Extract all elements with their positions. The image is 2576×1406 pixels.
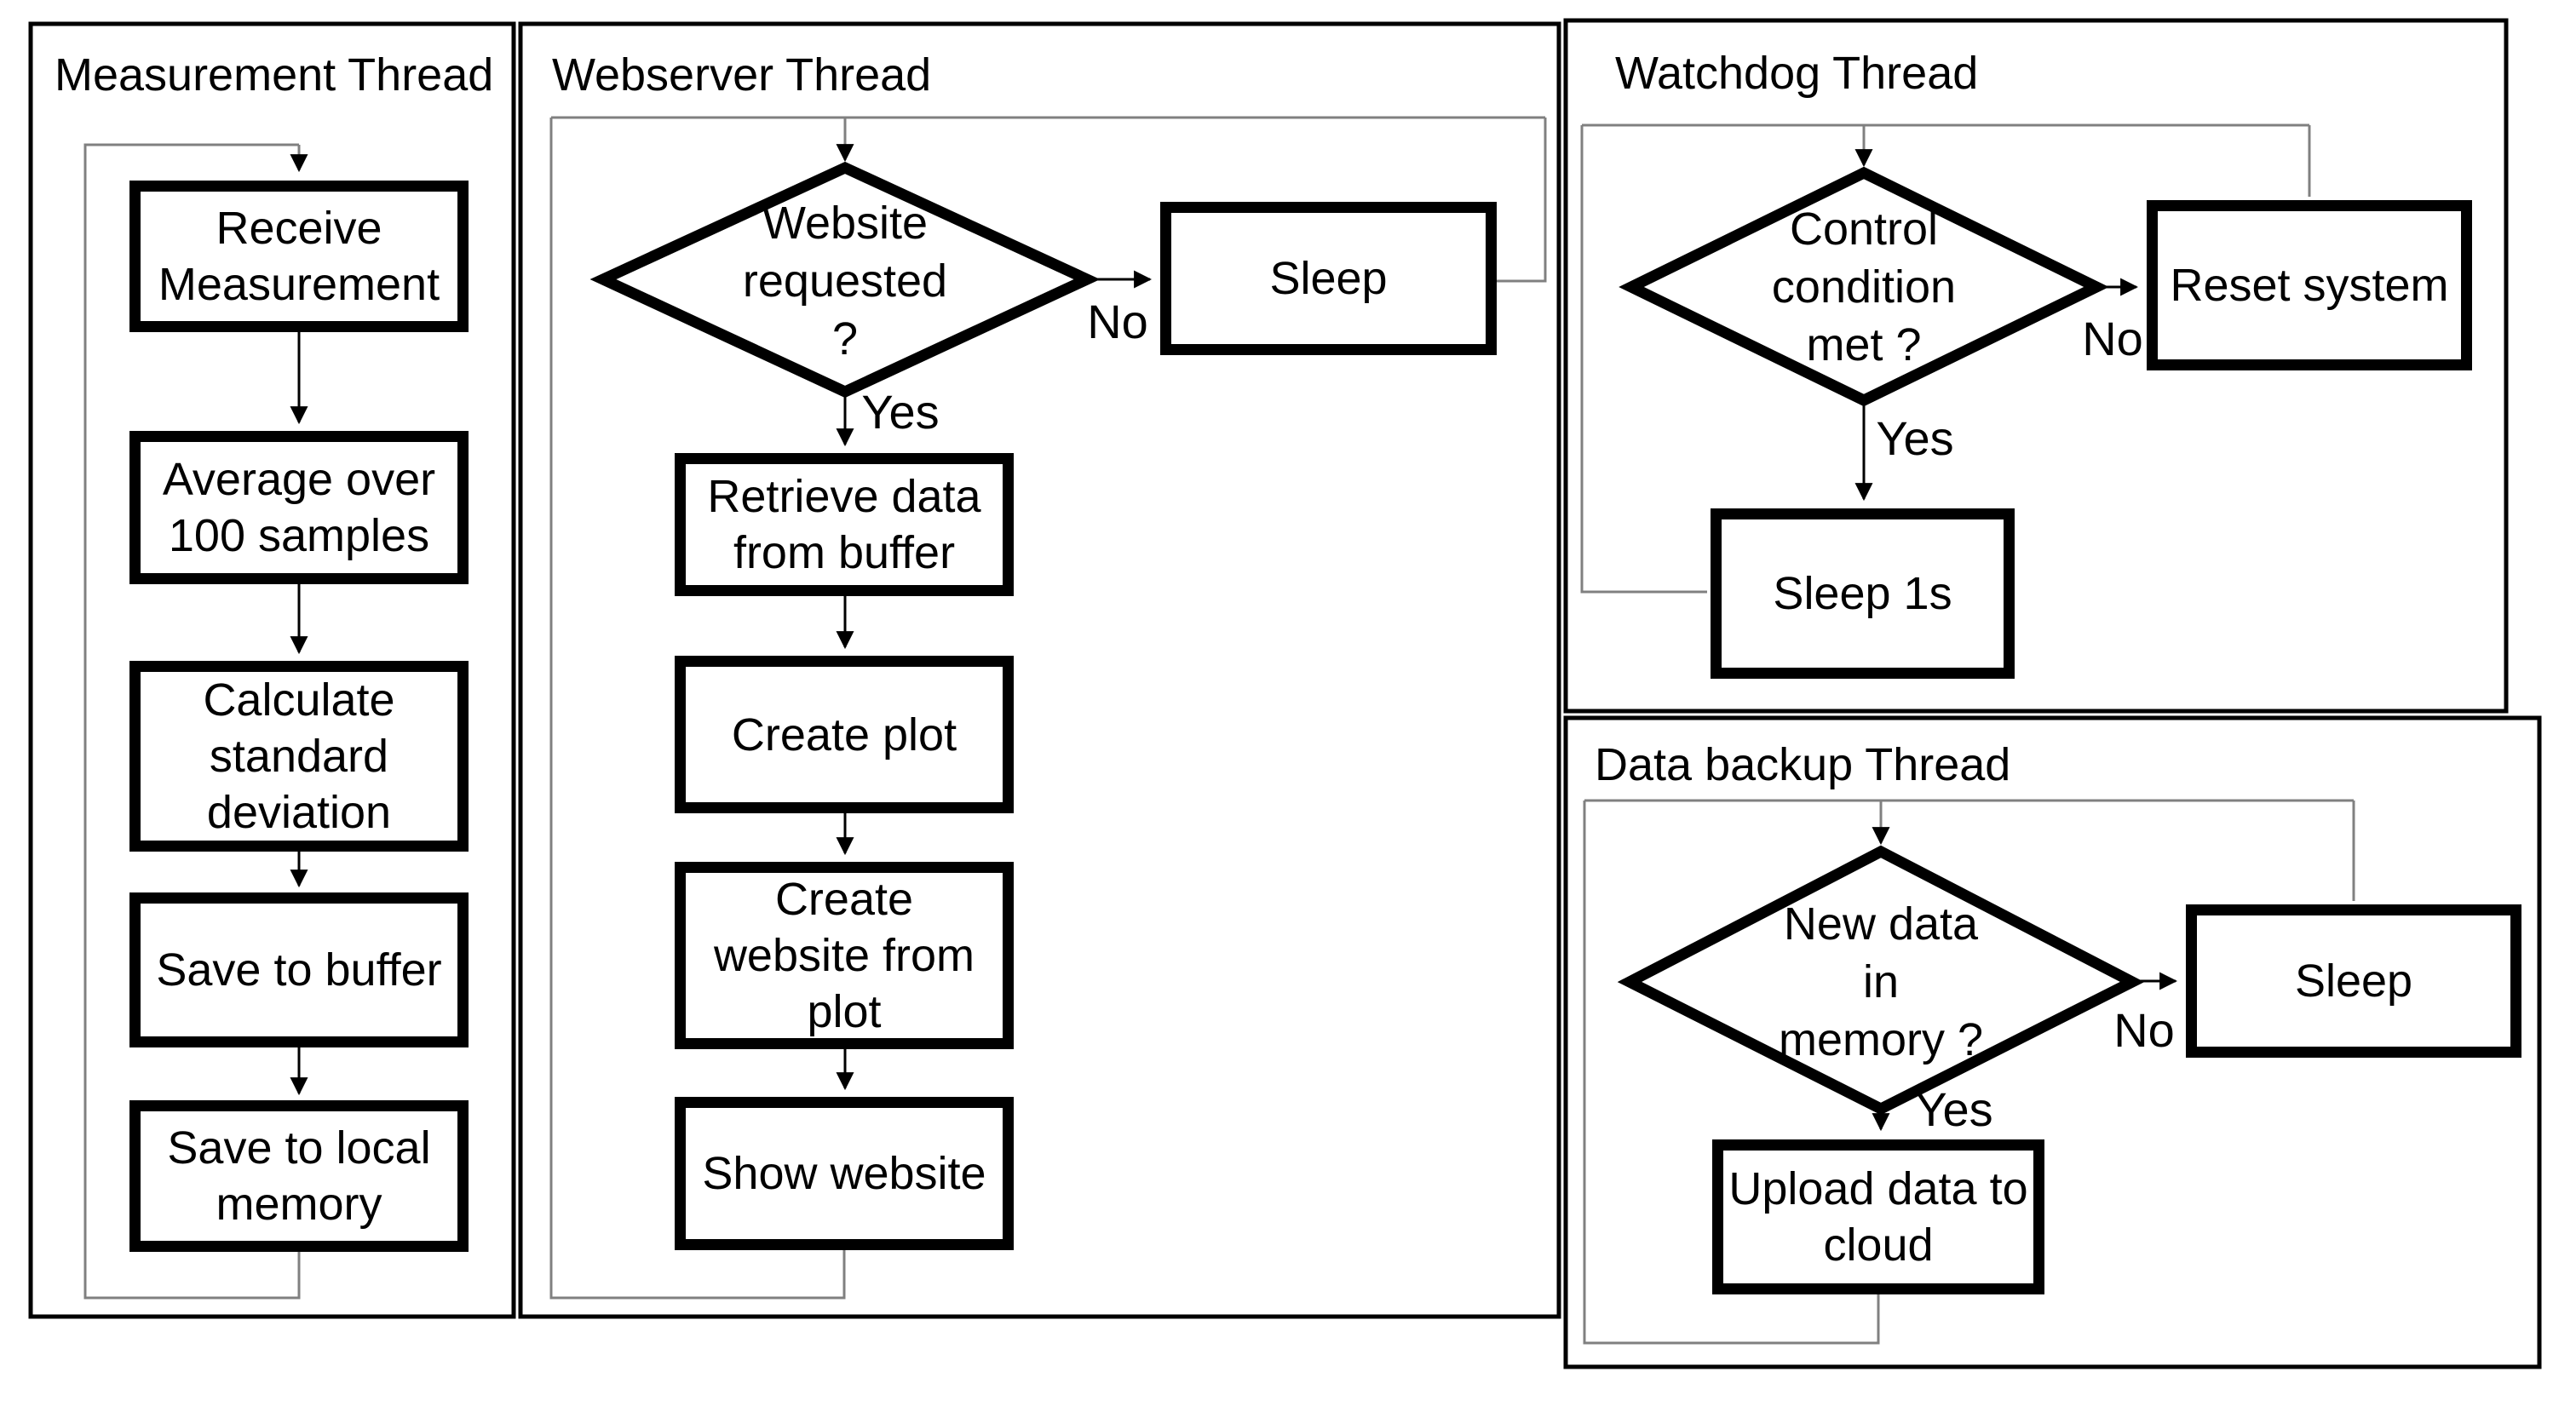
loop-left-watchdog: [1580, 125, 1707, 594]
branch-no-webserver: No: [1087, 295, 1148, 348]
node-save-to-buffer: Save to buffer: [129, 892, 469, 1047]
node-receive-measurement: Receive Measurement: [129, 181, 469, 332]
node-sleep-webserver-label: Sleep: [1269, 253, 1388, 304]
node-create-plot-label: Create plot: [731, 709, 957, 760]
node-retrieve-data-from-buffer-label: Retrieve data from buffer: [707, 471, 981, 578]
branch-no-watchdog: No: [2082, 312, 2143, 365]
panel-title-measurement-thread: Measurement Thread: [55, 49, 494, 100]
node-sleep-1s: Sleep 1s: [1711, 508, 2015, 679]
branch-yes-webserver: Yes: [861, 385, 940, 439]
node-save-to-buffer-label: Save to buffer: [156, 944, 442, 996]
decision-website-requested-text: Website requested ?: [742, 198, 948, 364]
decision-new-data-label: New data in memory ?: [1711, 895, 2051, 1069]
panel-border-watchdog-thread: [1563, 18, 2509, 714]
panel-border-webserver-thread: [518, 21, 1561, 1319]
node-save-to-local-memory: Save to local memory: [129, 1100, 469, 1252]
loop-sleep-return-webserver: [1497, 118, 1547, 283]
node-average-over-100-samples-label: Average over 100 samples: [162, 454, 436, 561]
decision-diamond-website-requested: [589, 161, 1101, 399]
node-sleep-databackup: Sleep: [2186, 904, 2521, 1058]
node-show-website-label: Show website: [702, 1148, 986, 1199]
loop-line-measurement: [83, 143, 301, 1300]
node-receive-measurement-label: Receive Measurement: [158, 203, 440, 310]
node-create-website-from-plot-label: Create website from plot: [713, 874, 975, 1037]
loop-left-webserver: [549, 118, 846, 1300]
node-reset-system: Reset system: [2147, 200, 2472, 370]
node-sleep-webserver: Sleep: [1160, 202, 1497, 355]
node-reset-system-label: Reset system: [2170, 260, 2449, 311]
node-sleep-1s-label: Sleep 1s: [1773, 568, 1952, 619]
decision-diamond-new-data: [1617, 845, 2145, 1116]
decision-diamond-control-condition: [1619, 166, 2109, 407]
panel-title-data-backup-thread: Data backup Thread: [1595, 739, 2011, 790]
decision-new-data-text: New data in memory ?: [1778, 898, 1984, 1065]
decision-website-requested-label: Website requested ?: [675, 194, 1015, 368]
decision-control-condition-label: Control condition met ?: [1693, 200, 2034, 374]
loop-left-databackup: [1583, 801, 1880, 1345]
panel-title-watchdog-thread: Watchdog Thread: [1615, 48, 1979, 99]
node-calculate-standard-deviation: Calculate standard deviation: [129, 661, 469, 852]
node-create-plot: Create plot: [675, 656, 1014, 813]
node-calculate-standard-deviation-label: Calculate standard deviation: [203, 674, 395, 838]
branch-yes-watchdog: Yes: [1876, 411, 1954, 465]
node-create-website-from-plot: Create website from plot: [675, 862, 1014, 1049]
node-save-to-local-memory-label: Save to local memory: [167, 1122, 431, 1230]
panel-border-data-backup-thread: [1563, 715, 2542, 1369]
branch-yes-databackup: Yes: [1915, 1082, 1993, 1136]
branch-no-databackup: No: [2113, 1003, 2175, 1057]
node-upload-data-to-cloud: Upload data to cloud: [1712, 1139, 2044, 1294]
panel-border-measurement-thread: [28, 21, 516, 1319]
node-retrieve-data-from-buffer: Retrieve data from buffer: [675, 453, 1014, 596]
node-average-over-100-samples: Average over 100 samples: [129, 431, 469, 584]
node-upload-data-to-cloud-label: Upload data to cloud: [1728, 1163, 2028, 1271]
node-show-website: Show website: [675, 1097, 1014, 1250]
panel-title-webserver-thread: Webserver Thread: [552, 49, 932, 100]
decision-control-condition-text: Control condition met ?: [1771, 204, 1957, 370]
node-sleep-databackup-label: Sleep: [2294, 956, 2413, 1007]
